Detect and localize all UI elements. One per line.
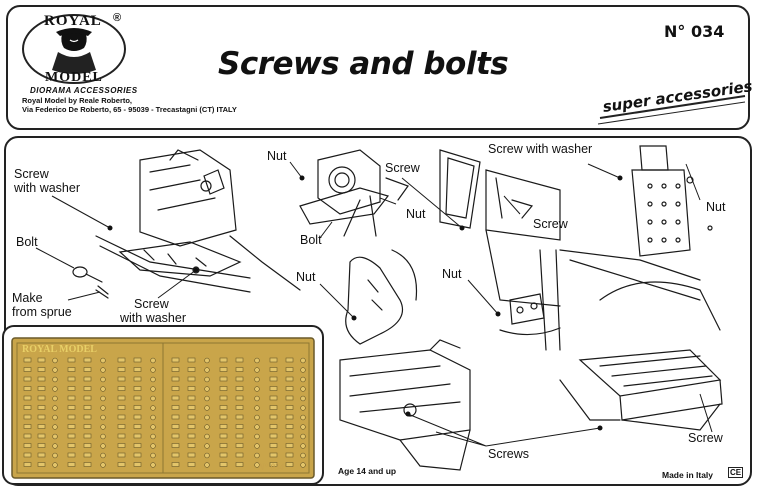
label-nut-top: Nut xyxy=(267,149,287,163)
label-screw-with-washer-left-2: with washer xyxy=(14,181,80,195)
label-bolt-left: Bolt xyxy=(16,235,38,249)
made-in-notice: Made in Italy xyxy=(662,470,714,480)
label-nut-right: Nut xyxy=(706,200,726,214)
label-screw-top: Screw xyxy=(385,161,420,175)
label-screw-with-washer-right: Screw with washer xyxy=(488,142,593,156)
photo-etch-brand: ROYAL MODEL xyxy=(22,344,97,355)
label-screw-with-washer-mid-2: with washer xyxy=(120,311,186,325)
brand-name-bottom: MODEL xyxy=(45,70,103,85)
registered-mark: ® xyxy=(113,12,122,24)
address-line-2: Via Federico De Roberto, 65 - 95039 - Tr… xyxy=(22,105,237,114)
label-screw-right: Screw xyxy=(533,217,568,231)
photo-etch-number: N° 034 xyxy=(258,462,284,472)
header-panel xyxy=(6,5,750,130)
product-number: N° 034 xyxy=(664,22,725,41)
page-title: Screws and bolts xyxy=(218,46,509,82)
label-nut-center: Nut xyxy=(442,267,462,281)
brand-tagline: DIORAMA ACCESSORIES xyxy=(30,86,138,95)
instructions-panel xyxy=(4,136,752,486)
label-make-from-sprue-2: from sprue xyxy=(12,305,72,319)
label-screw-with-washer-mid: Screw xyxy=(134,297,169,311)
label-bolt-mid: Bolt xyxy=(300,233,322,247)
ce-mark: CE xyxy=(728,467,744,478)
label-screw-with-washer-left: Screw xyxy=(14,167,49,181)
label-make-from-sprue: Make xyxy=(12,291,43,305)
brand-name-top: ROYAL xyxy=(44,13,102,29)
brand-logo xyxy=(22,14,126,84)
age-notice: Age 14 and up xyxy=(338,466,397,476)
label-screws-bottom: Screws xyxy=(488,447,529,461)
label-nut-mid: Nut xyxy=(406,207,426,221)
address-line-1: Royal Model by Reale Roberto, xyxy=(22,96,133,105)
label-nut-lower: Nut xyxy=(296,270,316,284)
label-screw-bottom-right: Screw xyxy=(688,431,723,445)
